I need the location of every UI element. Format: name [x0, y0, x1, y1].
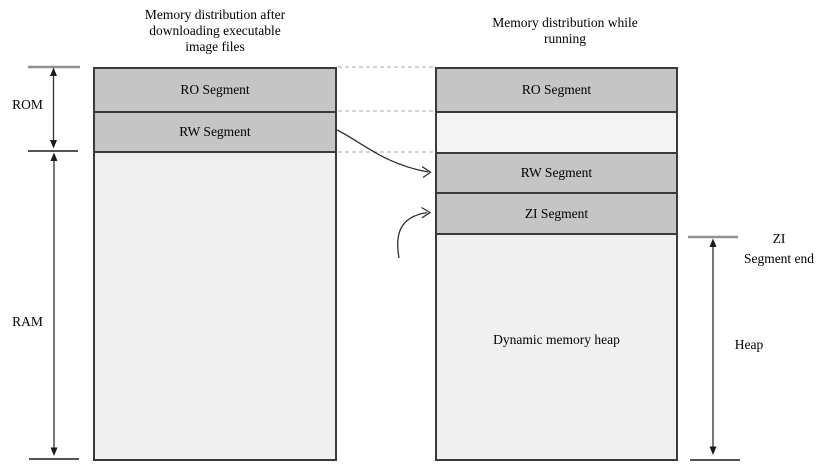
ram-label: RAM	[12, 314, 43, 329]
rw-copy-arrow	[336, 129, 432, 179]
right-memory-column: RO Segment RW Segment ZI Segment Dynamic…	[435, 67, 678, 461]
right-gap-region	[437, 113, 676, 154]
right-title-line: running	[544, 31, 586, 46]
segment-label: RO Segment	[521, 82, 592, 97]
segment-label: RW Segment	[520, 165, 593, 180]
left-memory-column: RO Segment RW Segment	[93, 67, 337, 461]
heap-extent-arrow	[709, 238, 717, 455]
segment-label: RW Segment	[179, 124, 251, 139]
right-zi-segment: ZI Segment	[437, 194, 676, 235]
right-column-title: Memory distribution while running	[445, 15, 685, 47]
left-ro-segment: RO Segment	[95, 69, 335, 113]
rom-label: ROM	[12, 97, 43, 112]
rom-extent-arrow	[50, 67, 57, 149]
segment-label: RO Segment	[180, 82, 250, 97]
ram-extent-arrow	[50, 152, 58, 456]
left-column-title: Memory distribution after downloading ex…	[95, 7, 335, 55]
left-title-line: image files	[185, 39, 245, 54]
segment-label: ZI Segment	[524, 205, 589, 221]
right-rw-segment: RW Segment	[437, 154, 676, 194]
zi-end-line: Segment end	[743, 250, 815, 266]
right-ro-segment: RO Segment	[437, 69, 676, 113]
dynamic-memory-heap: Dynamic memory heap	[437, 235, 676, 459]
right-title-line: Memory distribution while	[492, 15, 638, 30]
zi-end-line: ZI	[772, 231, 786, 246]
segment-label: Dynamic memory heap	[493, 332, 620, 347]
left-rw-segment: RW Segment	[95, 113, 335, 153]
zi-segment-end-label: ZI Segment end	[719, 229, 829, 268]
left-empty-ram-region	[95, 153, 335, 459]
left-title-line: downloading executable	[149, 23, 281, 38]
zi-create-arrow	[397, 206, 432, 259]
left-title-line: Memory distribution after	[144, 7, 286, 22]
heap-label: Heap	[734, 337, 764, 352]
